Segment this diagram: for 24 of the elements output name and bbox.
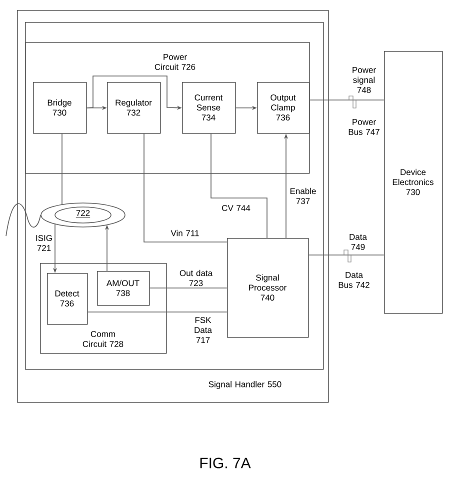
block-box: Bridge 730: [33, 82, 87, 134]
block-box: Signal Processor 740: [227, 238, 309, 338]
connector-line: [308, 254, 384, 256]
inner-box: [25, 22, 324, 370]
edge-label: ISIG 721: [36, 235, 52, 251]
edge-label: Vin 711: [170, 230, 199, 236]
bus-label: Data Bus 742: [338, 272, 370, 288]
figure-caption: FIG. 7A: [200, 458, 251, 468]
block-box: Regulator 732: [107, 82, 161, 134]
block-box: Current Sense 734: [182, 82, 236, 134]
block-box: AM/OUT 738: [97, 271, 150, 306]
block-box: Device Electronics 730: [384, 51, 443, 314]
block-box: Detect 736: [47, 273, 88, 325]
signal-wire: [6, 203, 41, 236]
block-box: Output Clamp 736: [257, 82, 310, 134]
edge-label: FSK Data 717: [194, 317, 212, 343]
edge-label: Enable 737: [290, 188, 316, 204]
edge-label: Out data 723: [180, 270, 213, 286]
edge-label: Power signal 748: [352, 67, 376, 93]
edge-label: Data 749: [350, 234, 367, 250]
connector-line: [210, 133, 268, 238]
connector-line: [144, 133, 228, 242]
coil-drawing: 722: [40, 202, 126, 228]
edge-label: CV 744: [222, 205, 250, 211]
